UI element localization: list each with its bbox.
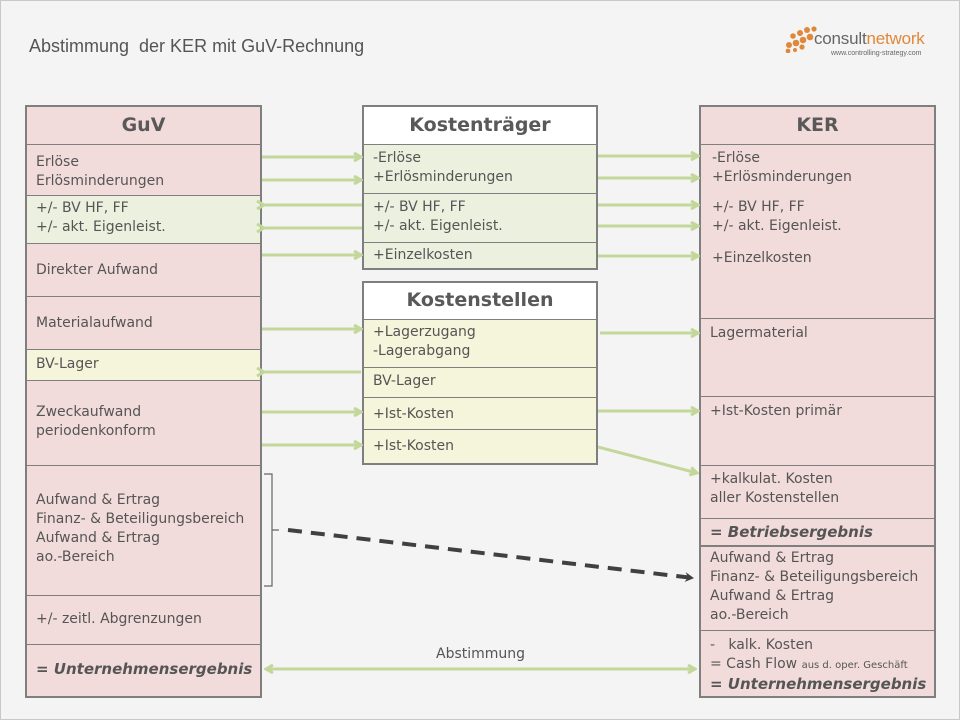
page-title: Abstimmung der KER mit GuV-Rechnung [29,36,365,56]
ker-section-actual-costs: +Ist-Kosten primär [701,397,934,466]
guv-header: GuV [27,107,260,145]
kostentraeger-section-revenue: -Erlöse +Erlösminderungen [364,145,596,194]
kostentraeger-section-inventory-change: +/- BV HF, FF +/- akt. Eigenleist. [364,194,596,243]
kostentraeger-box: Kostenträger -Erlöse +Erlösminderungen +… [362,105,598,270]
guv-section-inventory-change: +/- BV HF, FF +/- akt. Eigenleist. [27,196,260,244]
ker-section-revenue-costs: -Erlöse +Erlösminderungen +/- BV HF, FF … [701,145,934,319]
logo-name: consultnetwork [814,29,925,48]
kostentraeger-section-direct-costs: +Einzelkosten [364,243,596,268]
guv-section-purpose-expense: Zweckaufwand periodenkonform [27,381,260,466]
ker-section-company-result: - kalk. Kosten = Cash Flow aus d. oper. … [701,631,934,696]
kostenstellen-section-actual-costs-1: +Ist-Kosten [364,398,596,430]
logo: consultnetwork www.controlling-strategy.… [784,25,944,65]
kostenstellen-box: Kostenstellen +Lagerzugang -Lagerabgang … [362,281,598,465]
dashed-arrow-financial-to-ker [287,528,694,583]
guv-section-revenue: Erlöse Erlösminderungen [27,145,260,196]
kostenstellen-section-actual-costs-2: +Ist-Kosten [364,430,596,463]
guv-section-bv-lager: BV-Lager [27,350,260,381]
guv-section-company-result: = Unternehmensergebnis [27,645,260,696]
guv-section-direct-expense: Direkter Aufwand [27,244,260,297]
ker-section-stock-material: Lagermaterial [701,319,934,397]
ker-header: KER [701,107,934,145]
ker-section-financial-extraordinary: Aufwand & Ertrag Finanz- & Beteiligungsb… [701,547,934,631]
arrow-ks-kalk-to-ker [597,445,697,473]
kostenstellen-header: Kostenstellen [364,283,596,320]
reconciliation-label: Abstimmung [436,646,526,662]
kostenstellen-section-bv-lager: BV-Lager [364,368,596,398]
ker-box: KER -Erlöse +Erlösminderungen +/- BV HF,… [699,105,936,698]
orange-dots-icon [785,26,817,53]
kostentraeger-header: Kostenträger [364,107,596,145]
ker-section-imputed-costs: +kalkulat. Kosten aller Kostenstellen [701,466,934,519]
guv-section-material-expense: Materialaufwand [27,297,260,350]
ker-section-operating-result: = Betriebsergebnis [701,519,934,547]
logo-url: www.controlling-strategy.com [831,50,922,57]
guv-section-financial-extraordinary: Aufwand & Ertrag Finanz- & Beteiligungsb… [27,466,260,596]
guv-section-accruals: +/- zeitl. Abgrenzungen [27,596,260,645]
bracket [264,473,279,587]
guv-box: GuV Erlöse Erlösminderungen +/- BV HF, F… [25,105,262,698]
kostenstellen-section-stock: +Lagerzugang -Lagerabgang [364,320,596,368]
